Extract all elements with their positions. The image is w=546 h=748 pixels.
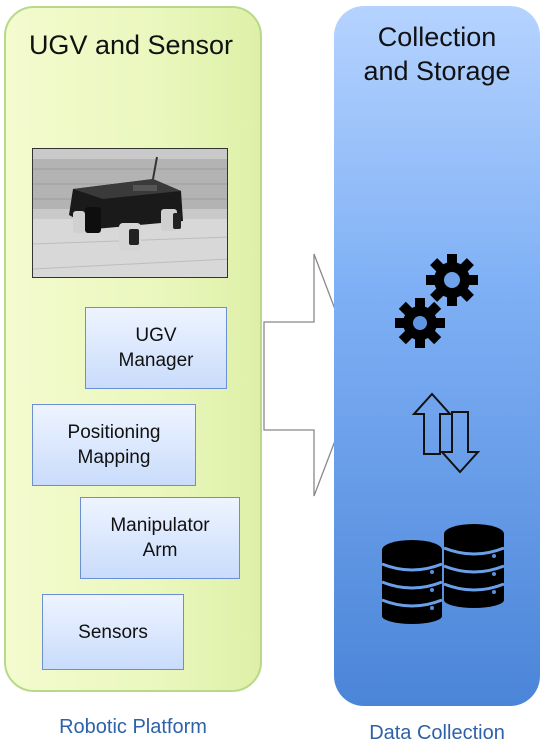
ugv-sensor-title: UGV and Sensor <box>28 30 234 60</box>
positioning-mapping-box: Positioning Mapping <box>32 404 196 486</box>
collection-storage-title: Collection and Storage <box>363 22 511 86</box>
sensors-box: Sensors <box>42 594 184 670</box>
ugv-robot-photo <box>32 148 228 278</box>
manipulator-arm-box: Manipulator Arm <box>80 497 240 579</box>
database-icon <box>381 524 505 624</box>
ugv-manager-label: UGV Manager <box>118 325 194 371</box>
sync-arrows-icon <box>411 392 481 474</box>
manipulator-arm-label: Manipulator Arm <box>110 515 210 561</box>
data-collection-caption: Data Collection <box>369 722 505 744</box>
sensors-label: Sensors <box>78 621 148 643</box>
ugv-manager-box: UGV Manager <box>85 307 227 389</box>
gears-icon <box>395 254 478 348</box>
positioning-mapping-label: Positioning Mapping <box>67 422 161 468</box>
robotic-platform-caption: Robotic Platform <box>59 716 207 738</box>
